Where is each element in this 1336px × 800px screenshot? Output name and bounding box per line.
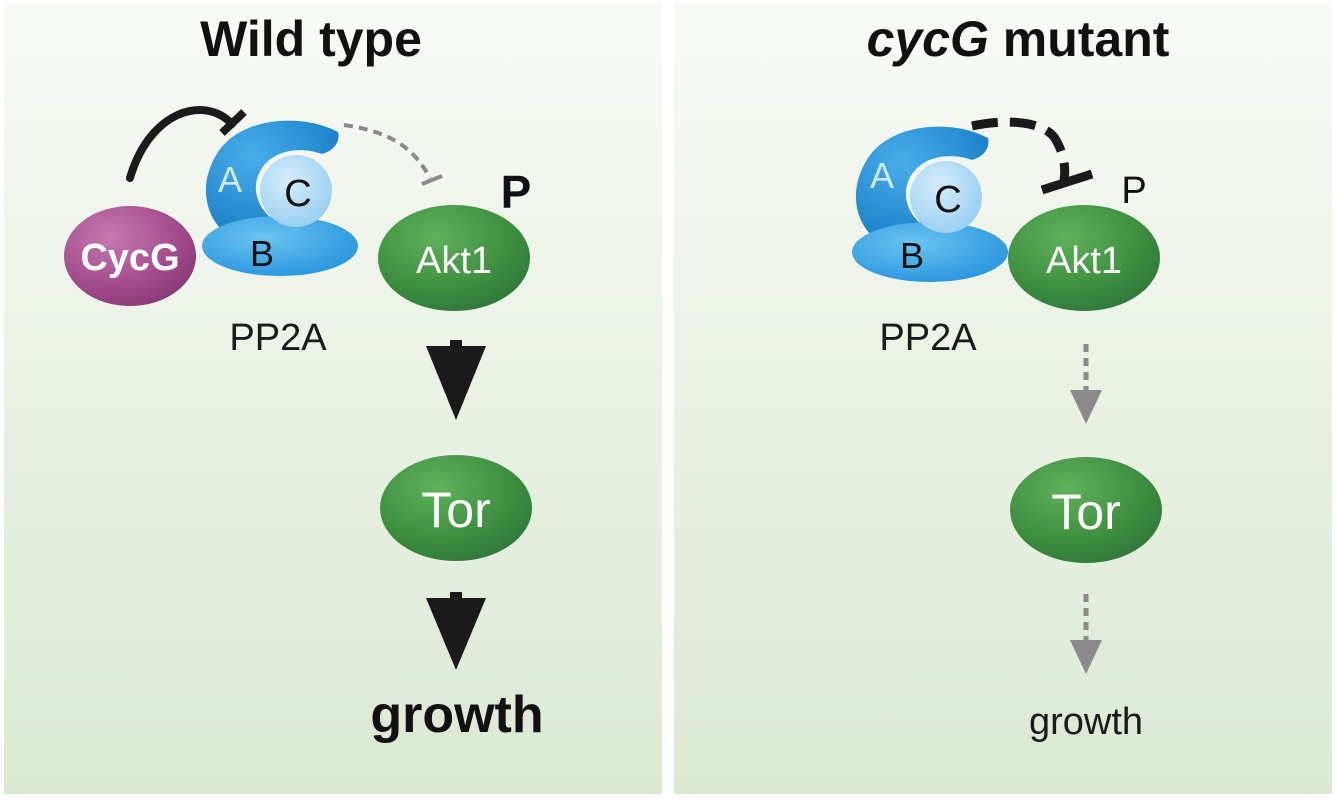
mutant-tor-node — [1010, 457, 1162, 563]
mutant-akt1-phospho-label: P — [1121, 170, 1146, 212]
mutant-pp2a-subunit-b — [852, 222, 1008, 282]
mutant-pp2a-subunit-a — [855, 126, 989, 244]
wild-type-background — [4, 4, 662, 794]
pp2a-label: PP2A — [229, 317, 327, 359]
mutant-pp2a-label: PP2A — [879, 317, 977, 359]
mutant-title: cycG mutant — [867, 11, 1170, 67]
pp2a-akt-weak-bar — [421, 174, 443, 186]
mutant-pp2a-subunit-c-label: C — [934, 179, 961, 221]
cycg-label: CycG — [80, 237, 179, 279]
akt1-phospho-label: P — [501, 166, 532, 218]
pp2a-subunit-a — [205, 120, 339, 238]
mutant-title-gene: cycG — [867, 11, 989, 67]
mutant-pp2a-akt-strong-inhibition — [971, 117, 1070, 181]
cycg-inhibition-arrow — [126, 105, 236, 182]
tor-label: Tor — [421, 482, 490, 538]
pp2a-subunit-c-label: C — [284, 173, 311, 215]
mutant-tor-growth-arrowhead — [1070, 640, 1102, 674]
pp2a-subunit-b-label: B — [250, 233, 274, 274]
mutant-background — [674, 4, 1332, 794]
mutant-pp2a-subunit-a-label: A — [870, 155, 894, 196]
mutant-panel: cycG mutant A C B PP2A Akt1 P Tor growth — [674, 4, 1332, 794]
mutant-pp2a-subunit-c — [910, 161, 982, 233]
wild-type-output: growth — [370, 686, 543, 744]
mutant-pp2a-complex: A C B — [852, 126, 1008, 282]
mutant-output: growth — [1029, 701, 1143, 743]
pp2a-subunit-c — [260, 155, 332, 227]
mutant-akt1-label: Akt1 — [1046, 240, 1122, 282]
mutant-pp2a-subunit-b-label: B — [900, 235, 924, 276]
pp2a-complex: A C B — [202, 120, 358, 276]
mutant-title-rest: mutant — [989, 11, 1170, 67]
akt-tor-arrowhead — [426, 346, 486, 420]
akt1-label: Akt1 — [416, 240, 492, 282]
pp2a-subunit-b — [202, 216, 358, 276]
mutant-pp2a-akt-strong-bar — [1040, 169, 1094, 195]
pp2a-subunit-a-label: A — [218, 159, 242, 200]
tor-node — [380, 455, 532, 561]
cycg-node — [64, 206, 196, 306]
cycg-inhibition-bar — [219, 109, 247, 136]
wild-type-title: Wild type — [200, 11, 422, 67]
pp2a-akt-weak-inhibition — [343, 123, 432, 179]
akt1-node — [378, 205, 530, 311]
tor-growth-arrowhead — [426, 598, 486, 670]
wild-type-panel: Wild type CycG A C B PP2A Akt1 P Tor — [4, 4, 662, 794]
mutant-tor-label: Tor — [1051, 484, 1120, 540]
mutant-akt1-node — [1008, 205, 1160, 311]
mutant-akt-tor-arrowhead — [1070, 390, 1102, 424]
